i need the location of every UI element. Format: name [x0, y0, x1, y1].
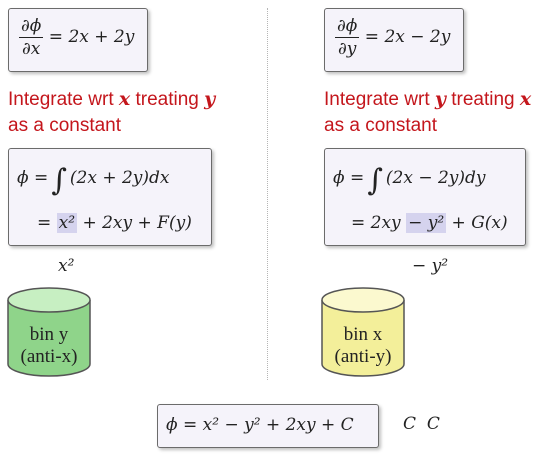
right-instruction-var2: x — [519, 88, 532, 110]
left-derivative-numerator: ∂ϕ — [19, 16, 44, 38]
left-derivative-rhs: = 2x + 2y — [48, 27, 135, 47]
integral-sign-icon: ∫ — [51, 163, 67, 198]
center-divider — [267, 8, 268, 380]
right-instruction-text: Integrate wrt — [324, 89, 435, 110]
left-instruction-line2: as a constant — [8, 115, 122, 136]
left-bin-label: bin y (anti-x) — [9, 324, 89, 368]
right-integral-body: (2x − 2y)dy — [385, 168, 486, 188]
left-integral-lhs: ϕ = — [17, 168, 49, 188]
right-derivative-numerator: ∂ϕ — [335, 16, 360, 38]
left-integral-body: (2x + 2y)dx — [69, 168, 170, 188]
left-float-term: x² — [58, 256, 75, 276]
left-integral-line: ϕ =∫(2x + 2y)dx — [17, 163, 170, 198]
right-result-pre: = 2xy — [351, 213, 401, 233]
right-integral-lhs: ϕ = — [333, 168, 365, 188]
left-result-eq: = — [37, 213, 52, 233]
right-instruction: Integrate wrt y treating x as a constant — [324, 86, 531, 139]
right-instruction-var: y — [434, 88, 446, 110]
left-bin-cylinder-icon — [7, 287, 91, 377]
right-derivative-expression: ∂ϕ∂y = 2x − 2y — [335, 16, 450, 59]
left-instruction-var2: y — [204, 88, 216, 110]
right-bin-cylinder-icon — [321, 287, 405, 377]
right-instruction-mid: treating — [445, 89, 520, 110]
left-result-line: = x² + 2xy + F(y) — [37, 213, 192, 233]
final-trailing-constants: C C — [403, 414, 440, 434]
right-bin-label: bin x (anti-y) — [323, 324, 403, 368]
left-result-highlight: x² — [56, 213, 78, 233]
left-bin-label-line1: bin y — [29, 324, 69, 345]
right-derivative-denominator: ∂y — [337, 39, 357, 59]
right-derivative-box: ∂ϕ∂y = 2x − 2y — [324, 8, 464, 72]
right-bin-label-line2: (anti-y) — [334, 346, 392, 367]
left-bin-label-line2: (anti-x) — [20, 346, 78, 367]
right-result-rest: + G(x) — [451, 213, 508, 233]
left-result-rest: + 2xy + F(y) — [82, 213, 192, 233]
right-float-term: − y² — [412, 256, 449, 276]
left-instruction-text: Integrate wrt — [8, 89, 119, 110]
left-derivative-box: ∂ϕ∂x = 2x + 2y — [8, 8, 148, 72]
right-result-highlight: − y² — [406, 213, 447, 233]
left-instruction-mid: treating — [130, 89, 205, 110]
left-integral-box: ϕ =∫(2x + 2y)dx = x² + 2xy + F(y) — [8, 148, 212, 246]
integral-sign-icon: ∫ — [367, 163, 383, 198]
right-result-line: = 2xy − y² + G(x) — [351, 213, 508, 233]
left-derivative-expression: ∂ϕ∂x = 2x + 2y — [19, 16, 134, 59]
right-instruction-line2: as a constant — [324, 115, 438, 136]
final-equation: ϕ = x² − y² + 2xy + C — [166, 415, 354, 435]
right-integral-line: ϕ =∫(2x − 2y)dy — [333, 163, 486, 198]
final-equation-box: ϕ = x² − y² + 2xy + C — [157, 404, 379, 448]
right-derivative-rhs: = 2x − 2y — [364, 27, 451, 47]
right-bin-label-line1: bin x — [343, 324, 383, 345]
left-instruction: Integrate wrt x treating y as a constant — [8, 86, 215, 139]
right-integral-box: ϕ =∫(2x − 2y)dy = 2xy − y² + G(x) — [324, 148, 526, 246]
left-derivative-denominator: ∂x — [22, 39, 41, 59]
left-instruction-var: x — [118, 88, 131, 110]
